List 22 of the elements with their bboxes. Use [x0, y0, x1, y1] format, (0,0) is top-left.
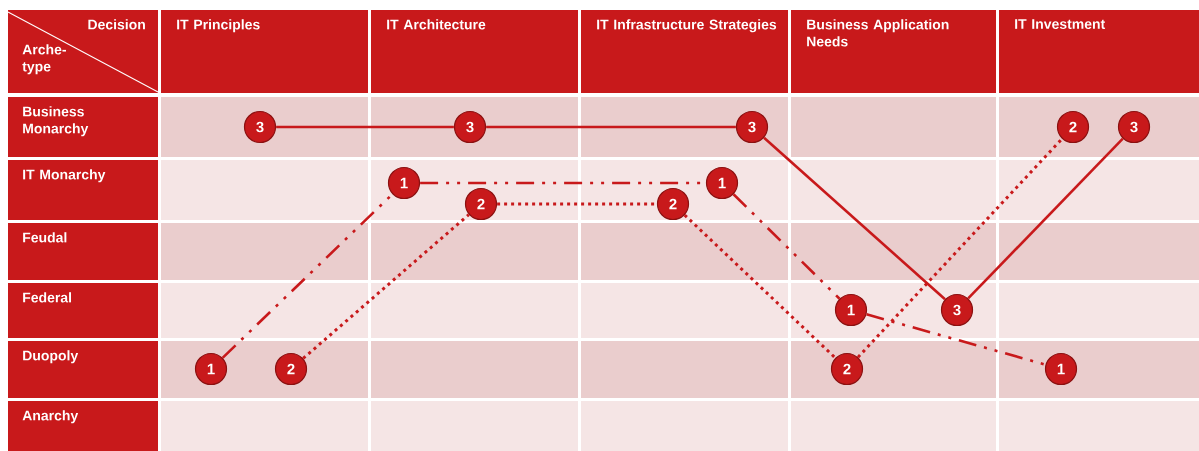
- row-header-cell: Duopoly: [8, 341, 158, 398]
- header-cell: IT Principles: [161, 10, 368, 93]
- connector-line: [732, 193, 841, 300]
- connector-line: [967, 137, 1124, 300]
- header-cell: IT Investment: [999, 10, 1199, 93]
- connector-line: [497, 202, 657, 206]
- row-header-cell: Feudal: [8, 223, 158, 280]
- row-header-cell: Anarchy: [8, 401, 158, 451]
- header-cell: IT Architecture: [371, 10, 578, 93]
- connector-line: [276, 125, 454, 129]
- connector-line: [302, 213, 470, 360]
- connector-line: [486, 125, 736, 129]
- row-header-cell: Federal: [8, 283, 158, 338]
- connector-line: [763, 136, 946, 301]
- connector-line: [856, 137, 1064, 359]
- corner-cell: Decision Arche-type: [7, 10, 159, 93]
- header-cell: Business Application Needs: [791, 10, 996, 93]
- row-header-cell: IT Monarchy: [8, 160, 158, 220]
- connector-line: [683, 214, 837, 360]
- header-cell: IT Infrastructure Strategies: [581, 10, 788, 93]
- connector-line: [866, 313, 1046, 366]
- row-header-cell: Business Monarchy: [8, 97, 158, 157]
